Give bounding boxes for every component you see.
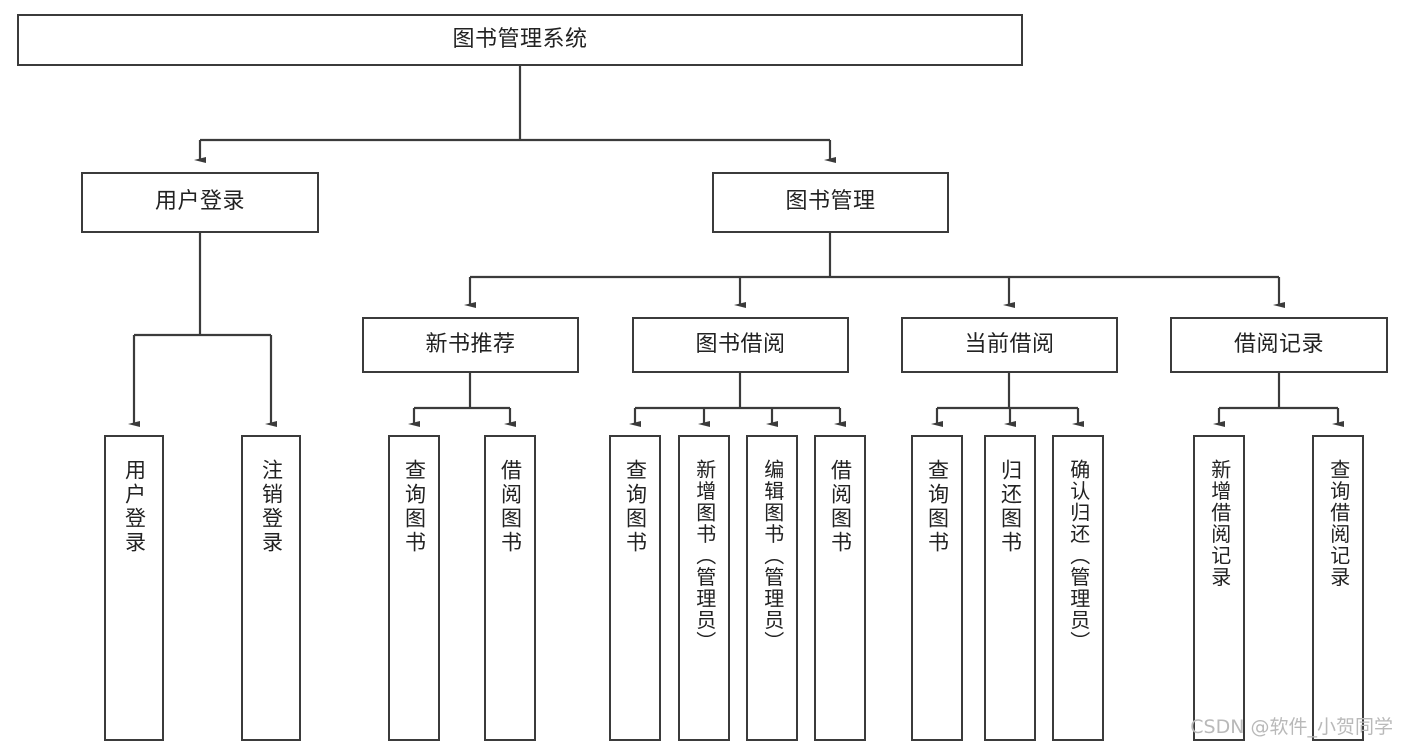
node-leaf-user-login[interactable]: 用户登录	[104, 435, 164, 741]
node-leaf-confirm-return[interactable]: 确认归还（管理员）	[1052, 435, 1104, 741]
node-book-management[interactable]: 图书管理	[712, 172, 949, 233]
node-leaf-query-book-1-label: 查询图书	[402, 459, 427, 555]
node-leaf-confirm-return-label: 确认归还（管理员）	[1066, 459, 1091, 653]
node-leaf-query-book-2-label: 查询图书	[623, 459, 648, 555]
node-leaf-user-logout-label: 注销登录	[259, 459, 284, 555]
node-leaf-query-borrow-record-label: 查询借阅记录	[1326, 459, 1351, 588]
node-leaf-borrow-book-1[interactable]: 借阅图书	[484, 435, 536, 741]
node-leaf-add-borrow-record[interactable]: 新增借阅记录	[1193, 435, 1245, 741]
node-new-book-recommend[interactable]: 新书推荐	[362, 317, 579, 373]
node-leaf-query-borrow-record[interactable]: 查询借阅记录	[1312, 435, 1364, 741]
node-leaf-add-book-label: 新增图书（管理员）	[692, 459, 717, 653]
node-book-borrow[interactable]: 图书借阅	[632, 317, 849, 373]
node-leaf-query-book-1[interactable]: 查询图书	[388, 435, 440, 741]
node-current-borrow-label: 当前借阅	[964, 331, 1055, 357]
node-leaf-user-logout[interactable]: 注销登录	[241, 435, 301, 741]
node-leaf-borrow-book-2[interactable]: 借阅图书	[814, 435, 866, 741]
node-leaf-borrow-book-1-label: 借阅图书	[498, 459, 523, 555]
node-leaf-edit-book-label: 编辑图书（管理员）	[760, 459, 785, 653]
node-book-management-label: 图书管理	[785, 189, 876, 215]
node-leaf-edit-book[interactable]: 编辑图书（管理员）	[746, 435, 798, 741]
node-leaf-add-borrow-record-label: 新增借阅记录	[1207, 459, 1232, 588]
node-borrow-records[interactable]: 借阅记录	[1170, 317, 1388, 373]
node-leaf-user-login-label: 用户登录	[122, 459, 147, 555]
node-leaf-return-book[interactable]: 归还图书	[984, 435, 1036, 741]
node-leaf-add-book[interactable]: 新增图书（管理员）	[678, 435, 730, 741]
node-leaf-return-book-label: 归还图书	[998, 459, 1023, 555]
node-new-book-recommend-label: 新书推荐	[425, 331, 516, 357]
node-current-borrow[interactable]: 当前借阅	[901, 317, 1118, 373]
node-root[interactable]: 图书管理系统	[17, 14, 1023, 66]
node-leaf-query-book-2[interactable]: 查询图书	[609, 435, 661, 741]
node-leaf-query-book-3-label: 查询图书	[925, 459, 950, 555]
node-root-label: 图书管理系统	[452, 26, 588, 52]
node-user-login-label: 用户登录	[154, 189, 245, 215]
node-leaf-query-book-3[interactable]: 查询图书	[911, 435, 963, 741]
node-leaf-borrow-book-2-label: 借阅图书	[828, 459, 853, 555]
node-borrow-records-label: 借阅记录	[1233, 331, 1324, 357]
node-book-borrow-label: 图书借阅	[695, 331, 786, 357]
csdn-watermark: CSDN @软件_小贺同学	[1190, 716, 1393, 738]
node-user-login[interactable]: 用户登录	[81, 172, 319, 233]
